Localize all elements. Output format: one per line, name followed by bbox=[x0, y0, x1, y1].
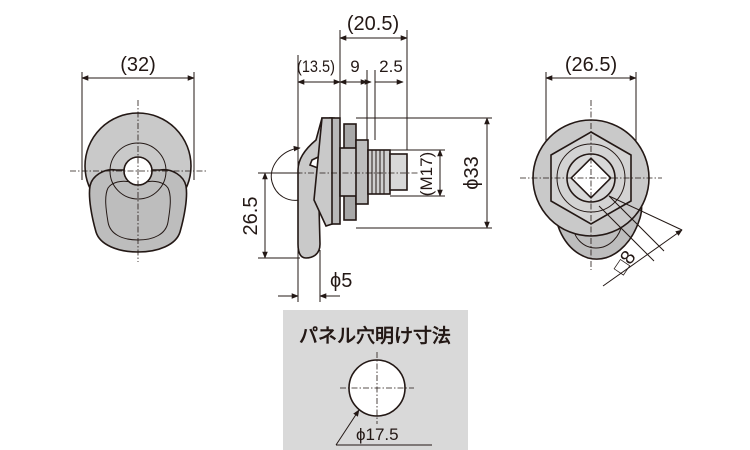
side-dim-a-label: (13.5) bbox=[297, 57, 335, 76]
rear-handle-inner bbox=[573, 223, 623, 249]
side-thread-lines bbox=[371, 150, 385, 194]
panel-cutout-title: パネル穴明け寸法 bbox=[299, 324, 451, 347]
rear-ext-square-3 bbox=[608, 195, 683, 231]
rear-ext-square-1 bbox=[608, 195, 665, 252]
rear-square-dimension-line bbox=[602, 229, 683, 287]
rear-width-label: (26.5) bbox=[565, 54, 617, 76]
side-nut bbox=[355, 139, 369, 205]
panel-cutout: パネル穴明け寸法 ϕ17.5 bbox=[283, 310, 468, 450]
side-diameter-label: ϕ33 bbox=[461, 156, 483, 189]
side-flange-taper bbox=[313, 117, 333, 227]
side-thickness-label: ϕ5 bbox=[330, 270, 352, 292]
side-thread-label: (M17) bbox=[417, 152, 436, 196]
panel-cutout-hole-label: ϕ17.5 bbox=[356, 425, 399, 444]
side-dim-c-label: 2.5 bbox=[379, 57, 403, 76]
rear-ext-square-2 bbox=[598, 205, 655, 262]
side-thread bbox=[367, 149, 391, 195]
side-overall-label: (20.5) bbox=[347, 13, 399, 35]
side-dim-b-label: 9 bbox=[350, 57, 359, 76]
side-view: (20.5) (13.5) 9 2.5 (M bbox=[240, 13, 492, 302]
side-rotation-arc bbox=[270, 145, 301, 201]
front-width-label: (32) bbox=[120, 54, 156, 76]
rear-view: (26.5) □8 bbox=[520, 54, 683, 287]
side-shaft-end bbox=[389, 153, 408, 191]
side-handle-height-label: 26.5 bbox=[240, 197, 262, 236]
front-view: (32) bbox=[70, 54, 206, 262]
panel-cutout-leader bbox=[335, 409, 360, 446]
